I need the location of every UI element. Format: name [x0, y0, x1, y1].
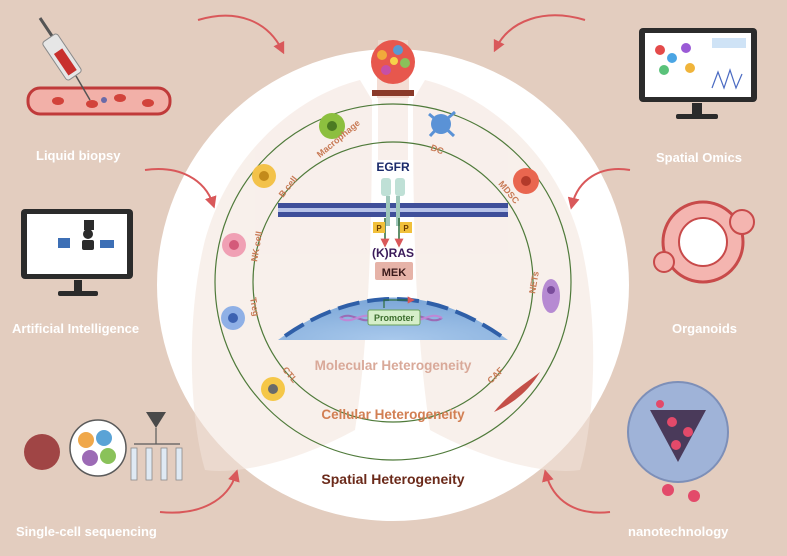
spatial-omics-monitor-icon: [639, 28, 757, 119]
syringe-icon: [38, 17, 91, 101]
spatial-heterogeneity-label: Spatial Heterogeneity: [321, 471, 464, 487]
organoids-label: Organoids: [672, 321, 738, 336]
caf-icon: [494, 372, 540, 412]
kras-label: (K)RAS: [372, 246, 414, 260]
egfr-label: EGFR: [376, 160, 410, 174]
artificial-intelligence-label: Artificial Intelligence: [12, 321, 140, 336]
mek-label: MEK: [382, 267, 407, 279]
treg-label: Treg: [248, 297, 261, 317]
organoid-icon: [653, 200, 755, 284]
tumor-icon: [371, 40, 415, 98]
arrow-spatial-omics: [493, 14, 586, 53]
ai-monitor-icon: [21, 209, 133, 296]
p-label-left: P: [376, 224, 382, 233]
egfr-receptor: [381, 178, 405, 226]
liquid-biopsy-label: Liquid biopsy: [36, 148, 121, 163]
cell-membrane: [278, 203, 508, 217]
treg-icon: [221, 306, 245, 330]
arrow-artificial-intelligence: [144, 168, 217, 209]
p-badge-left: [373, 222, 385, 233]
mek-box: [375, 262, 413, 280]
promoter-box: [367, 309, 421, 326]
nanoparticle-icon: [627, 381, 729, 502]
transcription-arrow: [383, 296, 415, 308]
mdsc-icon: [513, 168, 539, 194]
cellular-ring: [214, 103, 572, 461]
nanotechnology-label: nanotechnology: [628, 524, 729, 539]
promoter-label: Promoter: [374, 313, 415, 323]
p-badge-right: [400, 222, 412, 233]
arrow-liquid-biopsy: [197, 14, 285, 55]
arrow-nanotechnology: [542, 469, 611, 514]
arrow-single-cell: [159, 469, 240, 514]
dc-label: DC: [429, 142, 445, 156]
single-cell-icon: [24, 412, 183, 481]
single-cell-sequencing-label: Single-cell sequencing: [16, 524, 157, 539]
b-cell-icon: [252, 164, 276, 188]
arrow-organoids: [567, 168, 631, 210]
blood-vessel-icon: [26, 86, 172, 116]
molecular-ring: [252, 141, 534, 423]
macrophage-icon: [319, 113, 345, 139]
nuclear-envelope: [283, 297, 503, 338]
molecular-heterogeneity-label: Molecular Heterogeneity: [315, 358, 472, 373]
ctl-icon: [261, 377, 285, 401]
nk-cell-icon: [222, 233, 246, 257]
cellular-heterogeneity-label: Cellular Heterogeneity: [321, 407, 465, 422]
nets-label: NETs: [527, 271, 541, 295]
p-label-right: P: [403, 224, 409, 233]
nets-icon: [542, 279, 560, 313]
dc-icon: [428, 110, 456, 138]
spatial-omics-label: Spatial Omics: [656, 150, 742, 165]
